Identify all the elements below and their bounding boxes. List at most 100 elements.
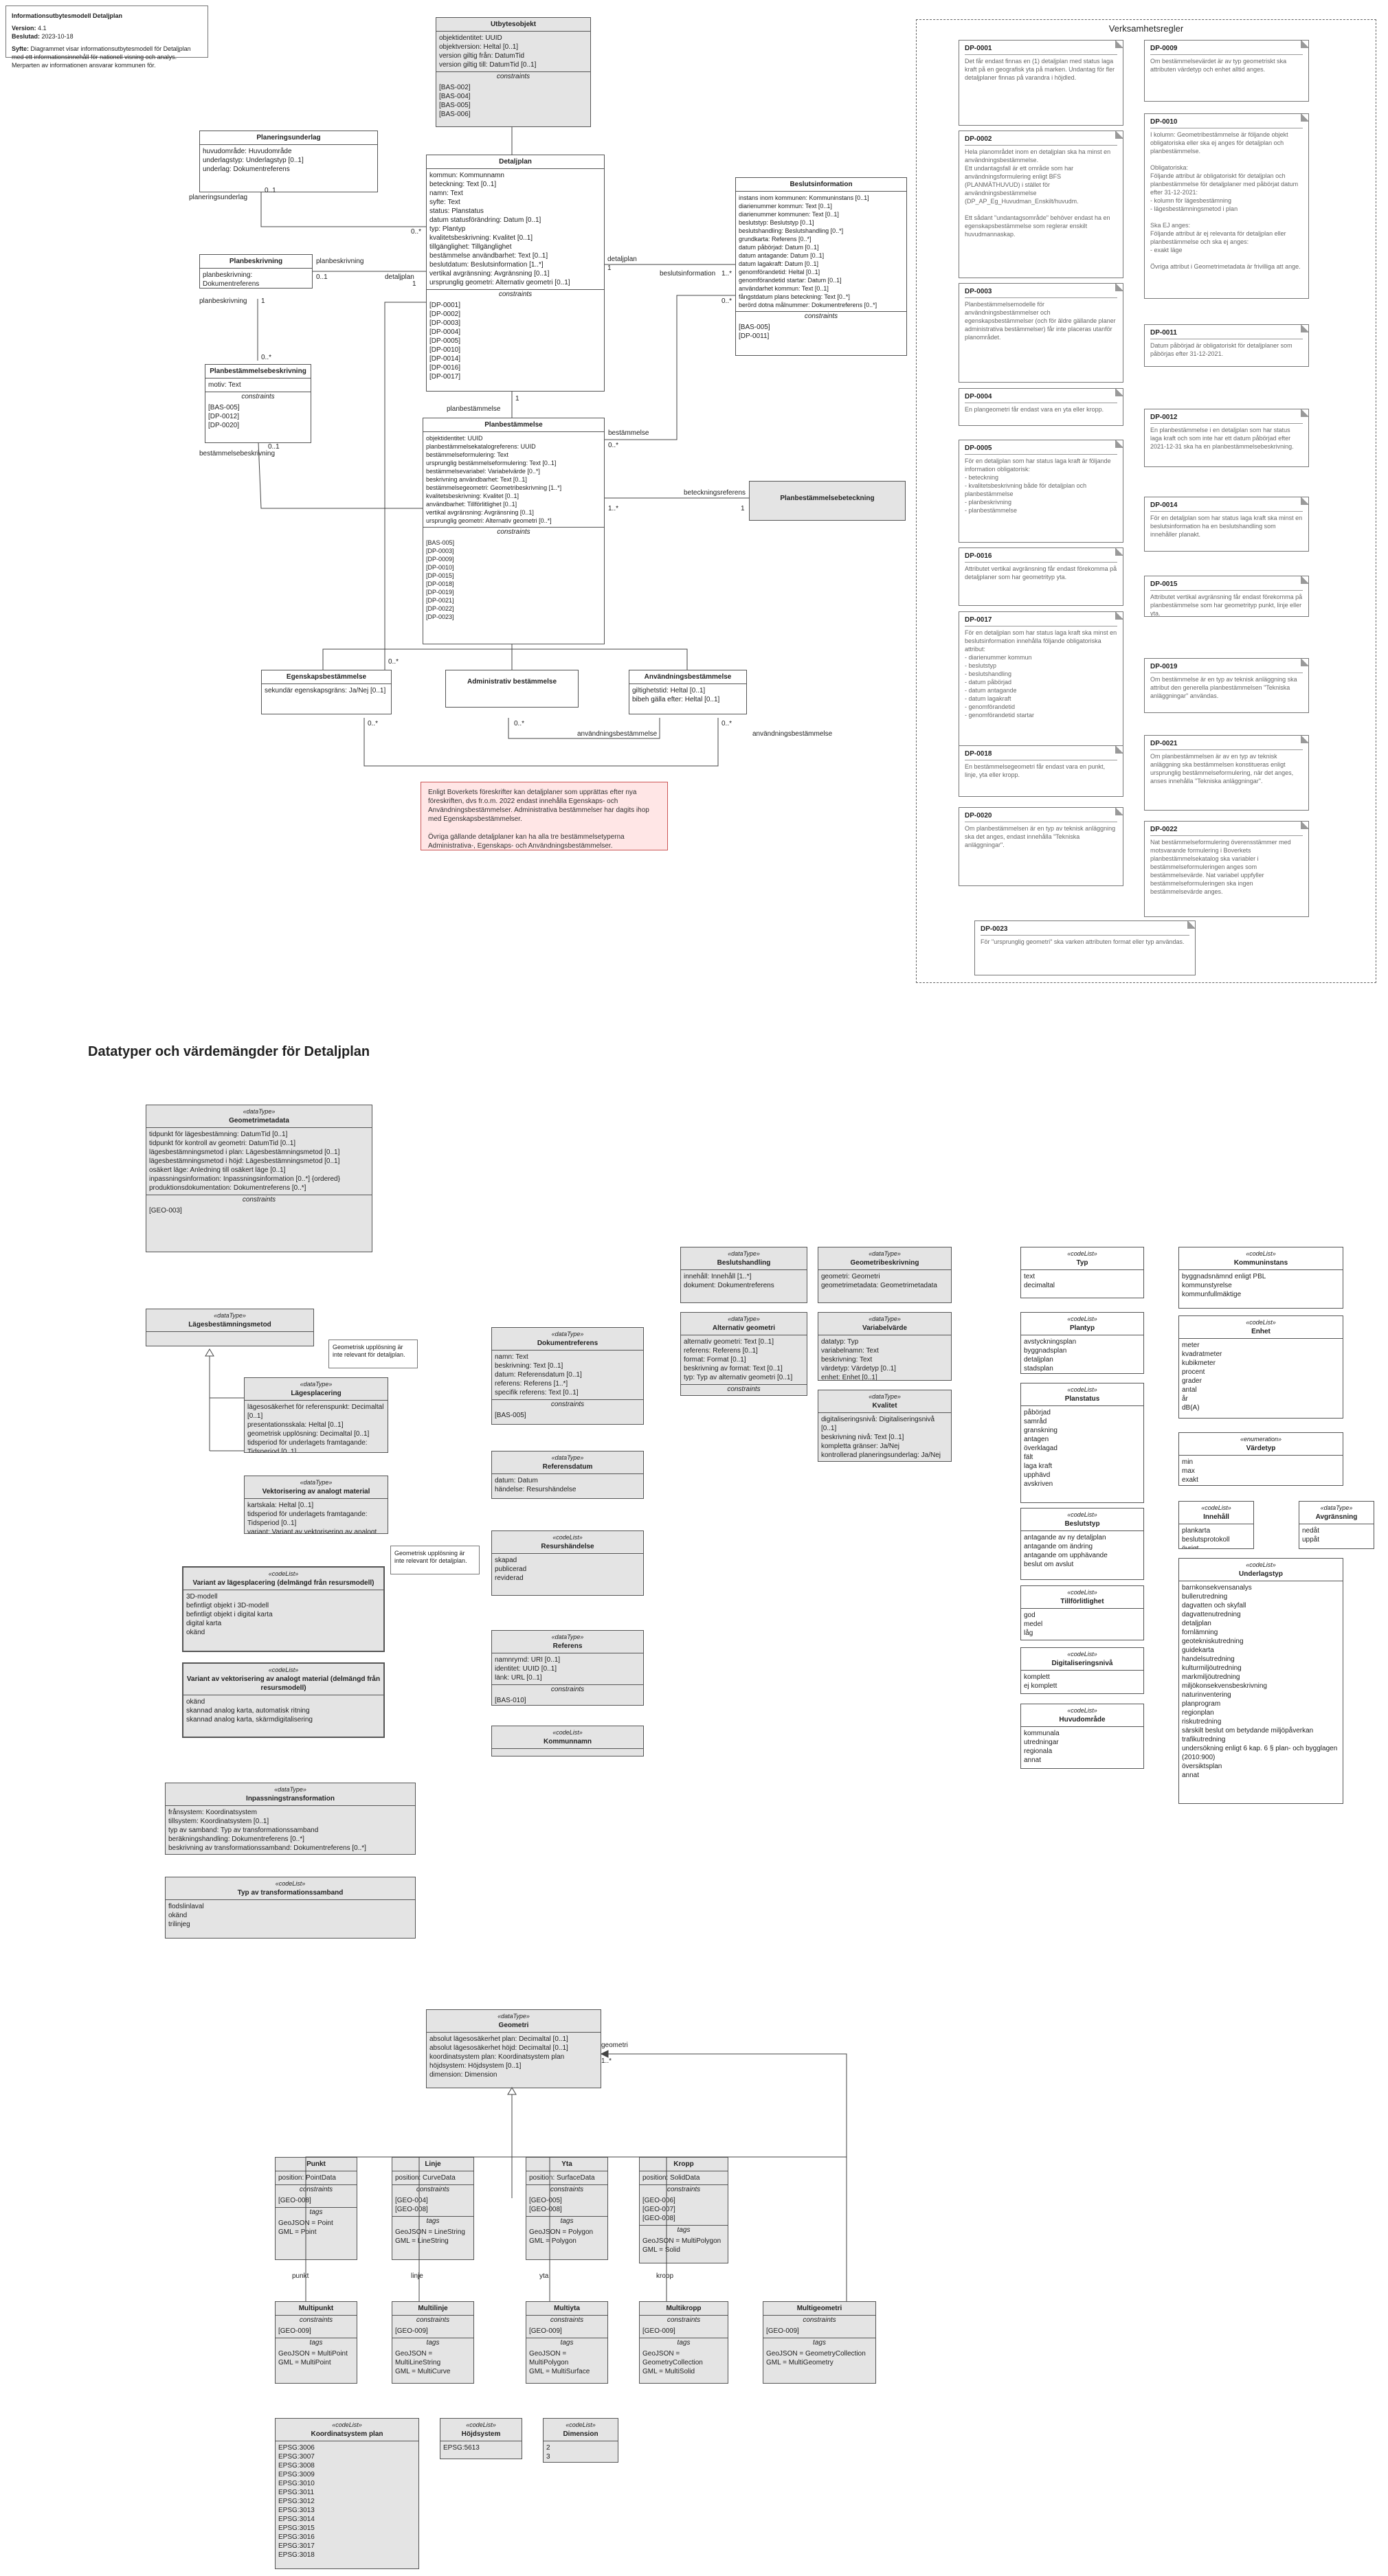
class-beslutsinformation[interactable]: Beslutsinformation instans inom kommunen… [735, 177, 907, 356]
type-planstatus-stereotype: «codeList» [1067, 1386, 1097, 1393]
type-kommunnamn[interactable]: «codeList»Kommunnamn [491, 1726, 644, 1756]
class-planbestammelse[interactable]: Planbestämmelse objektidentitet: UUID pl… [423, 418, 605, 644]
type-geometri-header: «dataType»Geometri [427, 2010, 601, 2033]
type-resurshandelse-stereotype: «codeList» [552, 1534, 583, 1541]
type-typ-attrs: text decimaltal [1024, 1273, 1055, 1289]
class-planbestammelsebeskrivning[interactable]: Planbestämmelsebeskrivning motiv: Text c… [205, 364, 311, 443]
type-digitaliseringsniva-stereotype: «codeList» [1067, 1651, 1097, 1658]
type-multiyta-tags: GeoJSON = MultiPolygon GML = MultiSurfac… [529, 2350, 590, 2375]
class-planbeskrivning[interactable]: Planbeskrivning planbeskrivning: Dokumen… [199, 254, 313, 289]
geo-label-yta: yta [539, 2272, 549, 2280]
type-kropp-tags: GeoJSON = MultiPolygon GML = Solid [642, 2237, 721, 2254]
class-utbytesobjekt-constraints: [BAS-002] [BAS-004] [BAS-005] [BAS-006] [439, 84, 471, 118]
type-lagesbestamningsmetod-stereotype: «dataType» [214, 1312, 246, 1319]
type-multilinje-constraints: [GEO-009] [392, 2325, 473, 2338]
type-multilinje-header: Multilinje [392, 2302, 473, 2316]
info-purpose-row: Syfte: Diagrammet visar informationsutby… [12, 45, 202, 69]
class-planeringsunderlag[interactable]: Planeringsunderlag huvudområde: Huvudomr… [199, 131, 378, 192]
rule-text: Om bestämmelsevärdet är av typ geometris… [1150, 58, 1288, 73]
rule-id: DP-0016 [965, 552, 1117, 563]
type-vektorisering[interactable]: «dataType»Vektorisering av analogt mater… [244, 1476, 388, 1534]
type-lagesplacering-header: «dataType»Lägesplacering [245, 1378, 388, 1401]
label-m0s-a: 0..* [411, 228, 422, 236]
type-multipunkt-constraints: [GEO-009] [276, 2325, 357, 2338]
type-multilinje-tags: GeoJSON = MultiLineString GML = MultiCur… [395, 2350, 451, 2375]
label-m0s-c: 0..* [721, 297, 732, 305]
label-m1-d: 1 [515, 395, 519, 403]
type-avgransning-header: «dataType»Avgränsning [1299, 1502, 1374, 1524]
type-kommuninstans-stereotype: «codeList» [1246, 1250, 1276, 1257]
type-linje-header: Linje [392, 2158, 473, 2171]
type-koordinatsystem-stereotype: «codeList» [332, 2421, 362, 2428]
class-egenskapsbestammelse[interactable]: Egenskapsbestämmelse sekundär egenskapsg… [261, 670, 392, 714]
type-beslutstyp[interactable]: «codeList»Beslutstyp antagande av ny deta… [1020, 1508, 1144, 1580]
type-avgransning-name: Avgränsning [1315, 1513, 1358, 1521]
type-beslutstyp-header: «codeList»Beslutstyp [1021, 1509, 1143, 1531]
class-planeringsunderlag-name: Planeringsunderlag [200, 131, 377, 145]
type-tillforlitlighet-header: «codeList»Tillförlitlighet [1021, 1586, 1143, 1609]
type-referensdatum-name: Referensdatum [542, 1463, 593, 1471]
class-egenskapsbestammelse-attrs: sekundär egenskapsgräns: Ja/Nej [0..1] [265, 687, 386, 694]
type-lagesbestamningsmetod[interactable]: «dataType»Lägesbestämningsmetod [146, 1309, 314, 1346]
type-variant_vekt[interactable]: «codeList»Variant av vektorisering av an… [182, 1662, 385, 1738]
class-administrativ-bestammelse[interactable]: Administrativ bestämmelse [445, 670, 579, 708]
rule-id: DP-0009 [1150, 45, 1303, 55]
class-utbytesobjekt[interactable]: Utbytesobjekt objektidentitet: UUID obje… [436, 17, 591, 127]
type-tillforlitlighet[interactable]: «codeList»Tillförlitlighet god medel låg [1020, 1585, 1144, 1640]
type-tillforlitlighet-attrs: god medel låg [1024, 1612, 1043, 1637]
type-multiyta-name: Multiyta [554, 2305, 580, 2312]
label-m0s-f: 0..* [368, 720, 379, 727]
type-yta-attrs: position: SurfaceData [526, 2171, 607, 2185]
type-variant_lage[interactable]: «codeList»Variant av lägesplacering (del… [182, 1566, 385, 1652]
type-beslutstyp-attrs: antagande av ny detaljplan antagande om … [1024, 1534, 1108, 1568]
class-anvandningsbestammelse[interactable]: Användningsbestämmelse giltighetstid: He… [629, 670, 747, 714]
class-planbestammelse-attrs: objektidentitet: UUID planbestämmelsekat… [423, 432, 604, 528]
class-detaljplan[interactable]: Detaljplan kommun: Kommunnamn beteckning… [426, 155, 605, 392]
rule-id: DP-0012 [1150, 414, 1303, 424]
info-decided: 2023-10-18 [41, 33, 74, 40]
type-punkt-constraints: [GEO-008] [276, 2194, 357, 2208]
rule-id: DP-0011 [1150, 329, 1303, 339]
type-typ-stereotype: «codeList» [1067, 1250, 1097, 1257]
class-planbestammelsebeteckning[interactable]: Planbestämmelsebeteckning [749, 481, 906, 521]
type-geometribeskrivning-stereotype: «dataType» [869, 1250, 901, 1257]
